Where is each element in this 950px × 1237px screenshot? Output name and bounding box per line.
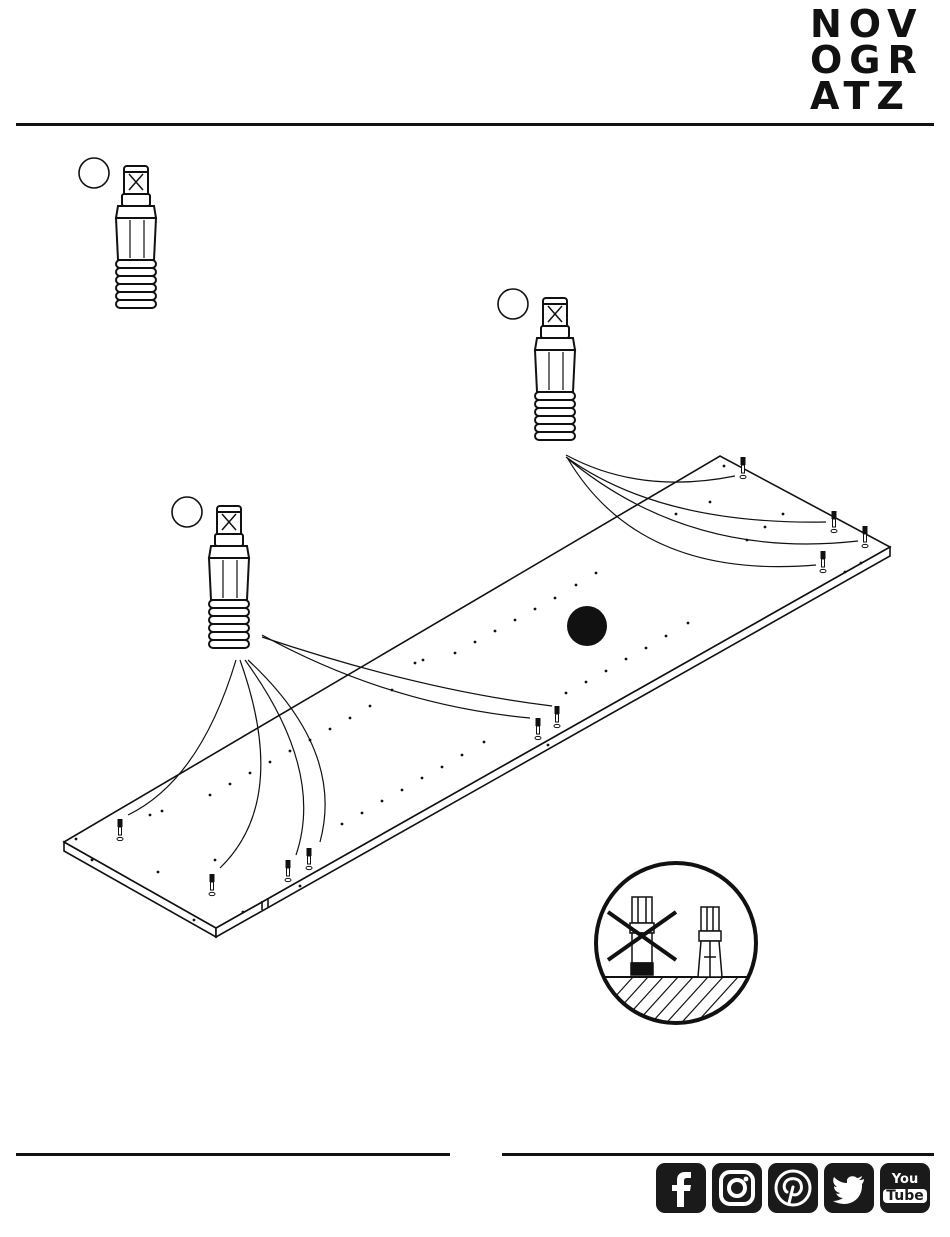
youtube-label-top: You	[883, 1173, 927, 1187]
footer-divider-left	[16, 1153, 450, 1156]
facebook-icon[interactable]	[656, 1163, 706, 1213]
footer-divider-right	[502, 1153, 934, 1156]
cam-dowel-icon	[535, 298, 575, 440]
instagram-icon[interactable]	[712, 1163, 762, 1213]
cam-dowel-icon	[209, 506, 249, 648]
twitter-icon[interactable]	[824, 1163, 874, 1213]
callout-circle-2	[498, 289, 528, 319]
callout-circle-3	[172, 497, 202, 527]
novogratz-logo: NOV OGR ATZ	[810, 6, 930, 114]
logo-row-3: ATZ	[810, 78, 930, 114]
youtube-label-bottom: Tube	[883, 1189, 927, 1203]
youtube-icon[interactable]: You Tube	[880, 1163, 930, 1213]
cam-dowel-icon	[116, 166, 156, 308]
logo-row-2: OGR	[810, 42, 930, 78]
pinterest-icon[interactable]	[768, 1163, 818, 1213]
panel-marker-dot	[567, 606, 607, 646]
header-divider	[16, 123, 934, 126]
callout-circle-1	[79, 158, 109, 188]
logo-row-1: NOV	[810, 6, 930, 42]
assembly-diagram	[0, 130, 950, 1140]
correct-vs-incorrect-detail-icon	[585, 863, 768, 1030]
long-panel-icon	[64, 456, 890, 937]
